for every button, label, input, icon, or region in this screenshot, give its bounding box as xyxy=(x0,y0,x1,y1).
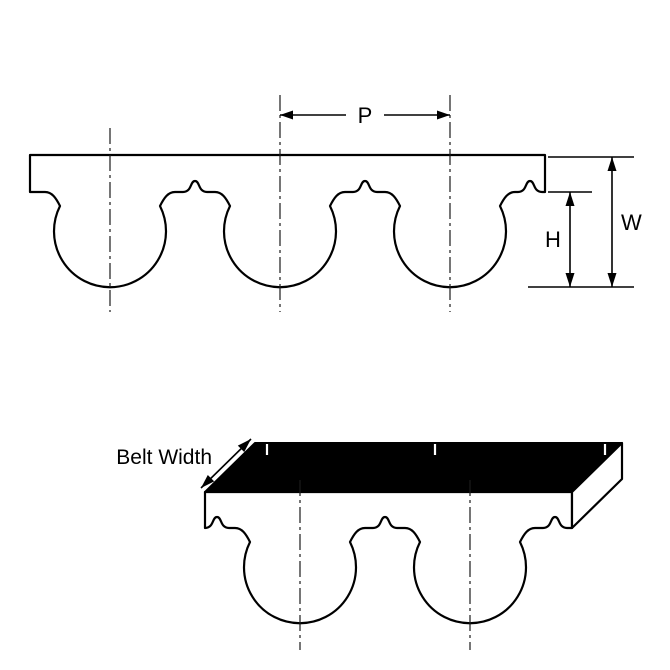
overall-width-label: W xyxy=(621,210,642,235)
arrowhead-up-icon xyxy=(565,192,575,206)
arrowhead-up-icon xyxy=(607,157,617,171)
belt-width-annotation: Belt Width xyxy=(116,438,252,489)
dimension-overall-width: W xyxy=(528,156,642,288)
dimension-pitch: P xyxy=(280,103,450,128)
arrowhead-upright-icon xyxy=(237,439,251,452)
belt-profile-outline xyxy=(28,153,547,289)
dimension-tooth-height: H xyxy=(545,191,592,287)
profile-view: P W H xyxy=(28,95,642,312)
isometric-view: Belt Width xyxy=(116,438,624,650)
arrowhead-left-icon xyxy=(280,110,293,120)
arrowhead-down-icon xyxy=(565,273,575,287)
arrowhead-right-icon xyxy=(437,110,450,120)
pitch-label: P xyxy=(358,103,373,128)
arrowhead-downleft-icon xyxy=(201,475,215,488)
tooth-height-label: H xyxy=(545,227,561,252)
belt-front-profile xyxy=(203,490,574,625)
arrowhead-down-icon xyxy=(607,273,617,287)
belt-end-face xyxy=(570,441,624,530)
belt-width-label: Belt Width xyxy=(116,446,212,469)
